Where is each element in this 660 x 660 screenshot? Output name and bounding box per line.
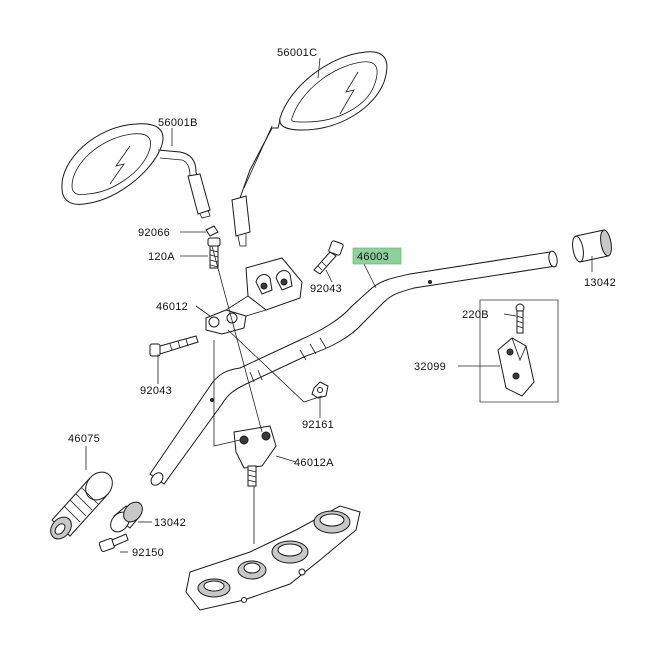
nut-92161[interactable] [311,381,329,399]
bolt-92043-left[interactable] [149,335,199,357]
label-92043-top[interactable]: 92043 [310,283,342,295]
mirror-left[interactable] [61,123,211,219]
label-56001c[interactable]: 56001C [277,47,317,59]
part-labels: 46003 56001C 56001B 92066 120A 92043 460… [68,47,616,559]
bolt-92043-top[interactable] [313,240,344,275]
label-46003[interactable]: 46003 [357,251,389,263]
label-92150[interactable]: 92150 [132,547,164,559]
label-220b[interactable]: 220B [462,309,489,321]
weight-13042-left[interactable] [107,498,146,535]
label-92066[interactable]: 92066 [138,227,170,239]
label-32099[interactable]: 32099 [414,361,446,373]
grip-46075[interactable] [46,467,117,543]
label-13042-left[interactable]: 13042 [154,517,186,529]
cap-120a[interactable] [207,237,221,269]
label-46012[interactable]: 46012 [156,301,188,313]
handlebar-46003[interactable] [149,250,559,487]
holder-46012[interactable] [205,257,303,335]
label-120a[interactable]: 120A [148,251,175,263]
leader-lines [85,57,593,553]
label-46075[interactable]: 46075 [68,433,100,445]
holder-46012a[interactable] [233,425,277,487]
label-92043-left[interactable]: 92043 [140,385,172,397]
triple-clamp [185,505,361,611]
screw-92150[interactable] [98,533,129,553]
mirror-right[interactable] [231,51,388,247]
label-46012a[interactable]: 46012A [294,457,334,469]
label-highlight [352,247,402,265]
label-56001b[interactable]: 56001B [158,117,198,129]
weight-13042-right[interactable] [571,229,613,263]
screw-220b[interactable] [515,303,525,334]
label-13042-right[interactable]: 13042 [584,277,616,289]
label-92161[interactable]: 92161 [302,419,334,431]
switch-32099-box[interactable] [479,299,559,403]
screw-92066[interactable] [205,225,219,237]
